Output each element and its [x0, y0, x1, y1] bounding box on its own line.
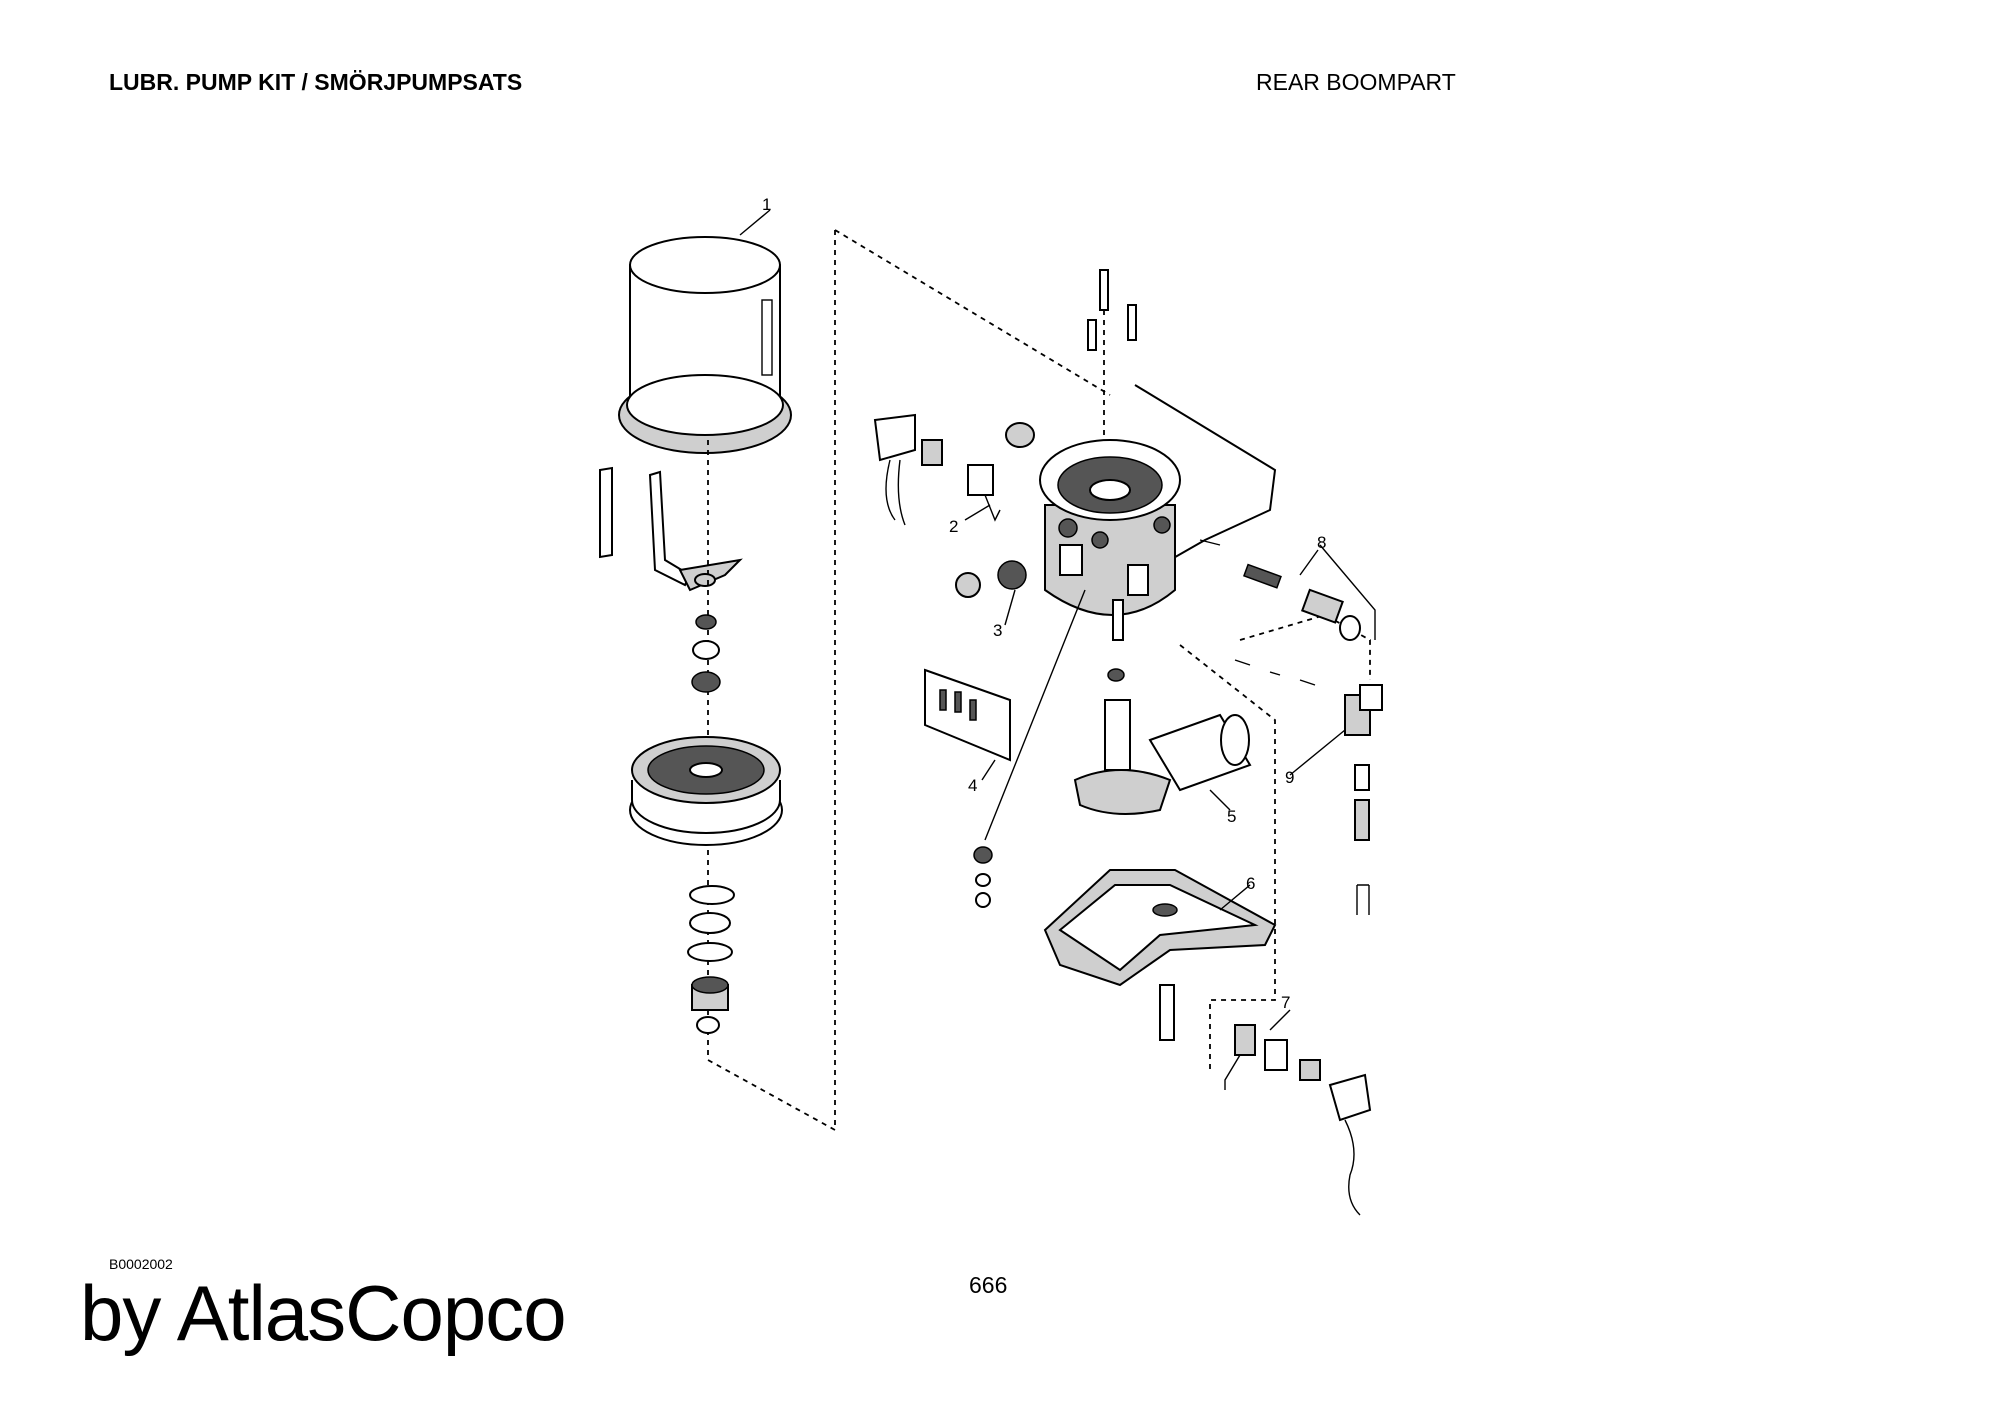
- callout-4: 4: [968, 776, 977, 795]
- callout-9: 9: [1285, 768, 1294, 787]
- pump-housing: [1039, 384, 1277, 616]
- brand-watermark: by AtlasCopco: [80, 1269, 567, 1357]
- part-6-base-plate: [1043, 869, 1277, 1041]
- part-1-reservoir: [618, 209, 792, 454]
- leader-lines: [964, 504, 1346, 1031]
- lower-shaft-parts: [687, 885, 735, 1034]
- part-2-connector: [873, 413, 1035, 526]
- part-3-plugs: [955, 560, 1027, 598]
- callout-6: 6: [1246, 874, 1255, 893]
- callout-2: 2: [949, 517, 958, 536]
- page-title: LUBR. PUMP KIT / SMÖRJPUMPSATS: [109, 69, 523, 95]
- callout-3: 3: [993, 621, 1002, 640]
- callout-7: 7: [1281, 993, 1290, 1012]
- part-8-valve: [1199, 539, 1376, 641]
- nipple-parts: [973, 589, 1086, 908]
- paddle-parts: [599, 466, 743, 592]
- callout-8: 8: [1317, 533, 1326, 552]
- page-number: 666: [969, 1272, 1008, 1298]
- callout-5: 5: [1227, 807, 1236, 826]
- part-4-circuit-board: [924, 668, 1011, 762]
- washers-stack: [691, 614, 721, 693]
- drawing-code: B0002002: [109, 1256, 173, 1272]
- callout-1: 1: [762, 195, 771, 214]
- part-9-fitting: [1234, 659, 1383, 915]
- part-5-motor: [1073, 599, 1252, 815]
- part-7-sensor: [1224, 1024, 1372, 1216]
- follower-plate: [629, 736, 783, 846]
- section-label: REAR BOOMPART: [1256, 69, 1456, 95]
